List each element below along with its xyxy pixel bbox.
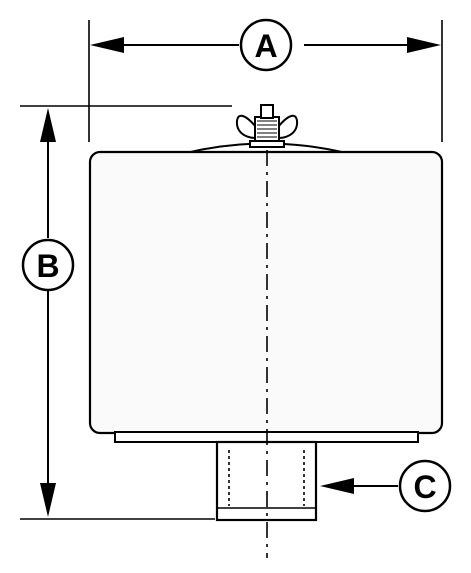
- arrowhead-b-top: [40, 108, 56, 142]
- callout-label-c: C: [413, 469, 436, 505]
- wing-nut-right-wing: [277, 114, 299, 140]
- arrowhead-b-bottom: [40, 483, 56, 517]
- wing-nut-washer: [249, 140, 285, 148]
- wing-nut-stud: [260, 104, 274, 119]
- filter-body: [88, 150, 444, 435]
- filter-housing: [88, 142, 444, 522]
- callout-c: C: [320, 459, 452, 513]
- callout-circle-a: [239, 18, 293, 72]
- extension-lines: [20, 20, 443, 520]
- callout-label-b: B: [36, 248, 59, 284]
- callout-label-a: A: [254, 28, 277, 64]
- callout-circle-c: [398, 459, 452, 513]
- arrowhead-c: [320, 478, 354, 494]
- dimension-b: B: [21, 108, 75, 517]
- dimension-a: A: [90, 18, 441, 72]
- arrowhead-a-left: [90, 37, 124, 53]
- wing-nut-left-wing: [235, 114, 257, 140]
- wing-nut-icon: [235, 104, 299, 148]
- arrowhead-a-right: [407, 37, 441, 53]
- callout-circle-b: [21, 238, 75, 292]
